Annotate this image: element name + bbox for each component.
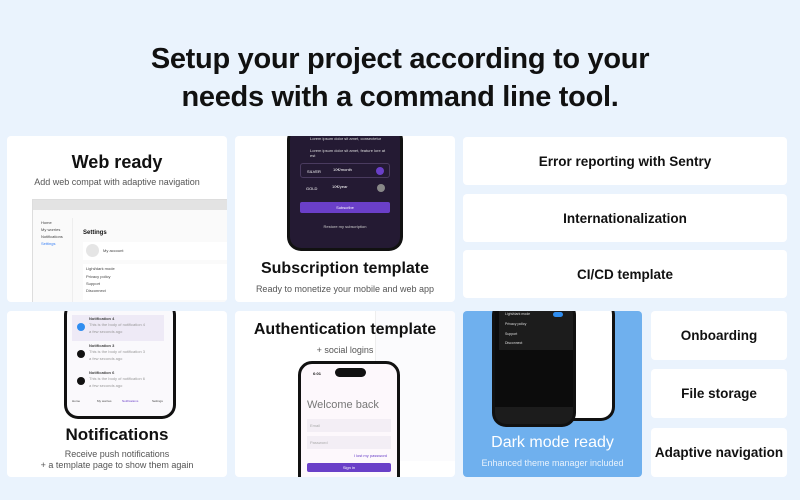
notification-time: a few seconds ago: [89, 383, 123, 388]
card-subtitle: Enhanced theme manager included: [481, 458, 624, 468]
tab: Home: [72, 399, 81, 403]
browser-mockup: Home My worries Notifications Settings S…: [32, 199, 227, 302]
card-notifications[interactable]: Notification 4 This is the body of notif…: [7, 311, 227, 477]
card-title: Notifications: [65, 425, 169, 444]
mock-item: Disconnect: [505, 341, 523, 345]
email-field[interactable]: Email: [307, 419, 391, 432]
card-subtitle: Ready to monetize your mobile and web ap…: [255, 284, 435, 294]
card-onboarding[interactable]: Onboarding: [651, 311, 787, 360]
mock-account: My account: [103, 248, 124, 253]
notification-title: Notification 3: [89, 343, 115, 348]
card-title: File storage: [681, 386, 757, 401]
notification-title: Notification 4: [89, 316, 115, 321]
notification-body: This is the body of notification 3: [89, 349, 146, 354]
card-title: Subscription template: [260, 260, 430, 277]
card-title: Error reporting with Sentry: [538, 153, 712, 169]
notification-title: Notification 6: [89, 370, 115, 375]
subscribe-button[interactable]: Subscribe: [300, 202, 390, 213]
feature: Lorem ipsum dolor sit amet, consectetur: [310, 136, 382, 141]
card-subscription-template[interactable]: Lorem ipsum dolor sit amet, consectetur …: [235, 136, 455, 302]
tab: My worries: [97, 399, 112, 403]
forgot-password-link[interactable]: I lost my password: [353, 453, 387, 458]
card-title: Onboarding: [680, 328, 758, 343]
mock-item: Support: [505, 332, 518, 336]
card-internationalization[interactable]: Internationalization: [463, 194, 787, 242]
hero-line-1: Setup your project according to your: [150, 43, 650, 75]
auth-heading: Welcome back: [307, 399, 379, 411]
notification-body: This is the body of notification 6: [89, 376, 146, 381]
sign-in-button[interactable]: Sign in: [307, 463, 391, 472]
nav-item: Notifications: [41, 234, 63, 239]
tab: Notifications: [122, 399, 139, 403]
restore-link: Restore my subscription: [323, 224, 367, 229]
card-subtitle: + a template page to show them again: [40, 460, 194, 470]
plan-price: 10€/year: [332, 184, 348, 189]
dark-phone-mockup: Light/dark mode Privacy policy Support D…: [492, 311, 576, 427]
card-title: Internationalization: [563, 210, 687, 226]
card-title: CI/CD template: [576, 266, 674, 282]
card-title: Web ready: [71, 152, 163, 172]
card-file-storage[interactable]: File storage: [651, 369, 787, 418]
card-title: Authentication template: [253, 321, 437, 338]
mock-item: Privacy policy: [505, 322, 527, 326]
card-subtitle: Add web compat with adaptive navigation: [34, 177, 200, 187]
email-placeholder: Email: [310, 423, 321, 428]
plan-name: GOLD: [306, 186, 318, 191]
phone-mockup: Lorem ipsum dolor sit amet, consectetur …: [287, 136, 403, 251]
hero-title: Setup your project according to your nee…: [0, 40, 800, 116]
card-web-ready[interactable]: Web ready Add web compat with adaptive n…: [7, 136, 227, 302]
card-sentry[interactable]: Error reporting with Sentry: [463, 137, 787, 185]
password-field[interactable]: Password: [307, 436, 391, 449]
plan-price: 10€/month: [333, 167, 352, 172]
hero-line-2: needs with a command line tool.: [181, 81, 619, 113]
mock-item: Light/dark mode: [505, 312, 531, 316]
card-cicd[interactable]: CI/CD template: [463, 250, 787, 298]
phone-mockup: Notification 4 This is the body of notif…: [64, 311, 176, 419]
notification-body: This is the body of notification 4: [89, 322, 146, 327]
card-authentication-template[interactable]: Authentication template + social logins …: [235, 311, 455, 477]
mock-page-title: Settings: [83, 230, 107, 236]
card-title: Dark mode ready: [491, 434, 614, 451]
mock-item: Support: [86, 281, 101, 286]
nav-item: Settings: [41, 241, 56, 246]
status-time: 6:01: [313, 371, 322, 376]
card-subtitle: Receive push notifications: [64, 449, 170, 459]
plan-name: SILVER: [307, 169, 321, 174]
nav-item: My worries: [41, 227, 61, 232]
notification-time: a few seconds ago: [89, 356, 123, 361]
mock-item: Light/dark mode: [86, 266, 115, 271]
tab: Settings: [152, 399, 163, 403]
card-dark-mode[interactable]: Light/dark mode Privacy policy Support D…: [463, 311, 642, 477]
phone-mockup: 6:01 Welcome back Email Password I lost …: [298, 361, 400, 477]
card-subtitle: + social logins: [316, 345, 374, 355]
notification-time: a few seconds ago: [89, 329, 123, 334]
nav-item: Home: [41, 220, 52, 225]
mock-item: Disconnect: [86, 288, 106, 293]
feature: Lorem ipsum dolor sit amet, feature lore…: [310, 148, 386, 158]
password-placeholder: Password: [310, 440, 328, 445]
card-title: Adaptive navigation: [654, 445, 784, 460]
card-adaptive-navigation[interactable]: Adaptive navigation: [651, 428, 787, 477]
mock-item: Privacy policy: [86, 274, 111, 279]
